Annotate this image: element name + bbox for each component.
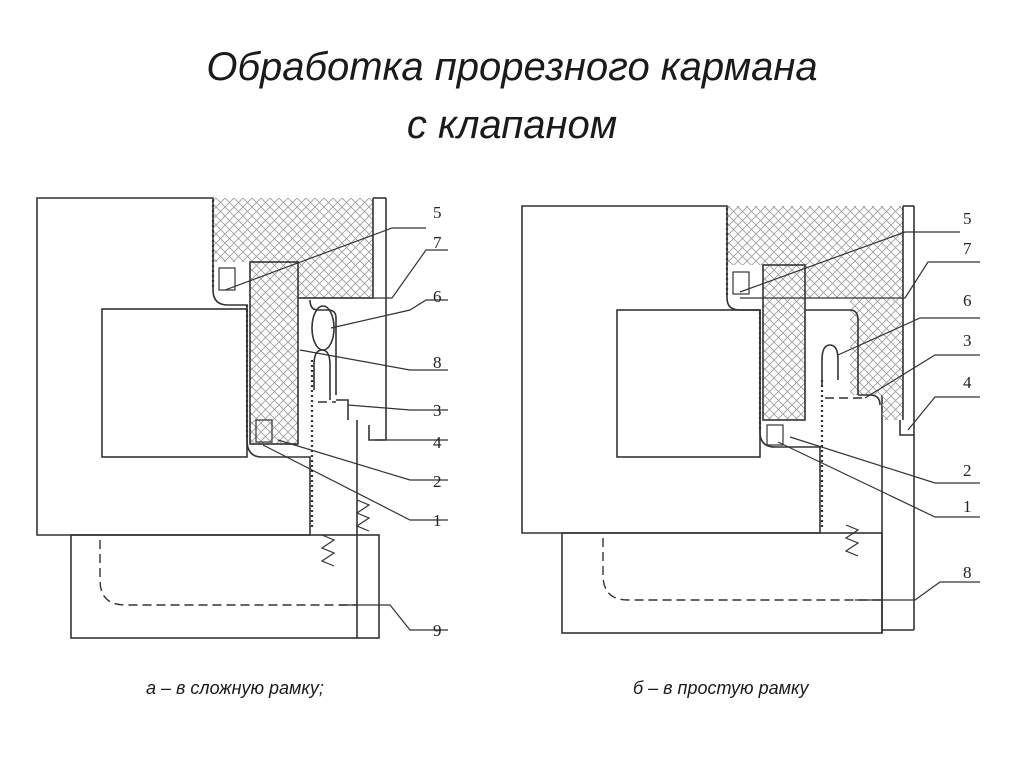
callout-b-2: 2 [963, 461, 972, 480]
callout-b-5: 5 [963, 209, 972, 228]
welt-loop-a [311, 305, 335, 351]
callout-a-9: 9 [433, 621, 442, 640]
diagram-a: 5 7 6 8 3 4 2 1 9 [36, 197, 448, 640]
flap-b [616, 309, 761, 458]
zigzag-a2 [355, 499, 371, 532]
lining-hatch-b [727, 206, 903, 298]
zigzag-b [844, 524, 860, 557]
callout-b-4: 4 [963, 373, 972, 392]
lower-seam-a [99, 540, 357, 606]
callout-b-8: 8 [963, 563, 972, 582]
callout-b-7: 7 [963, 239, 972, 258]
title-line-2: с клапаном [406, 103, 618, 147]
callout-a-7: 7 [433, 233, 442, 252]
zigzag-a1 [320, 534, 336, 567]
callout-b-3: 3 [963, 331, 972, 350]
caption-b: б – в простую рамку [633, 678, 809, 698]
callout-a-6: 6 [433, 287, 442, 306]
welt-loop-b [821, 344, 839, 385]
lower-panel-a [70, 534, 380, 639]
callout-b-1: 1 [963, 497, 972, 516]
diagram-b: 5 7 6 3 4 2 1 8 [521, 205, 980, 634]
lower-seam-b [602, 538, 882, 601]
callout-a-4: 4 [433, 433, 442, 452]
callout-a-2: 2 [433, 472, 442, 491]
page-title: Обработка прорезного кармана с клапаном [0, 38, 1024, 154]
title-line-1: Обработка прорезного кармана [206, 45, 818, 89]
callout-a-3: 3 [433, 401, 442, 420]
lower-panel-b [561, 532, 883, 634]
frame-hatch-a [250, 262, 298, 444]
caption-a: а – в сложную рамку; [146, 678, 324, 698]
callout-b-6: 6 [963, 291, 972, 310]
lining-hatch-a [213, 198, 373, 298]
callout-a-5: 5 [433, 203, 442, 222]
flap-a [101, 308, 248, 458]
callout-a-1: 1 [433, 511, 442, 530]
callout-a-8: 8 [433, 353, 442, 372]
frame-hatch-b [763, 265, 805, 420]
